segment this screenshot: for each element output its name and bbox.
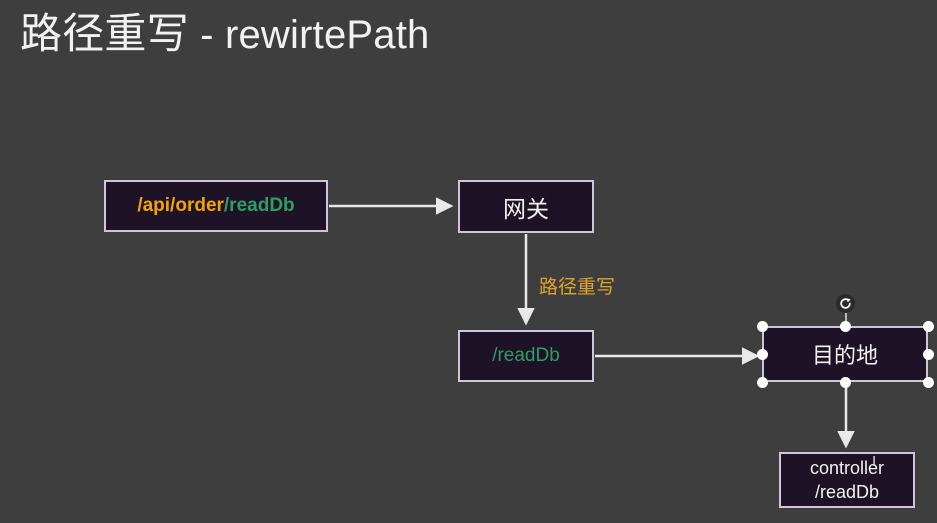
page-title-separator: - bbox=[188, 13, 225, 57]
node-controller-line1: controller bbox=[809, 457, 885, 478]
resize-handle-ne[interactable] bbox=[923, 321, 934, 332]
node-source-segment-api: /api/order bbox=[137, 195, 224, 216]
edge-label-rewrite[interactable]: 路径重写 bbox=[539, 277, 616, 298]
rotate-icon-glyph bbox=[840, 298, 851, 309]
resize-handle-nw[interactable] bbox=[757, 321, 768, 332]
node-gateway[interactable]: 网关 bbox=[458, 180, 594, 233]
page-title-en: rewirtePath bbox=[224, 13, 430, 57]
node-rewritten-path[interactable]: /readDb bbox=[458, 330, 594, 382]
node-controller[interactable]: controller /readDb bbox=[779, 452, 915, 508]
page-title-cn: 路径重写 bbox=[20, 10, 189, 57]
resize-handle-w[interactable] bbox=[757, 349, 768, 360]
rotate-icon[interactable] bbox=[836, 294, 855, 313]
resize-handle-se[interactable] bbox=[923, 377, 934, 388]
node-controller-label: controller /readDb bbox=[781, 456, 913, 505]
node-controller-line2: /readDb bbox=[814, 482, 880, 502]
resize-handle-e[interactable] bbox=[923, 349, 934, 360]
node-gateway-label: 网关 bbox=[503, 195, 549, 222]
resize-handle-sw[interactable] bbox=[757, 377, 768, 388]
node-rewritten-path-label: /readDb bbox=[492, 345, 560, 366]
resize-handle-n[interactable] bbox=[840, 321, 851, 332]
node-source-segment-db: /readDb bbox=[223, 195, 295, 216]
node-destination-label: 目的地 bbox=[811, 343, 878, 368]
page-title: 路径重写 - rewirtePath bbox=[20, 8, 429, 61]
node-source-path[interactable]: /api/order/readDb bbox=[104, 180, 328, 232]
node-source-label: /api/order/readDb bbox=[106, 195, 326, 217]
node-destination[interactable]: 目的地 bbox=[762, 326, 928, 382]
resize-handle-s[interactable] bbox=[840, 377, 851, 388]
rotate-handle-stem bbox=[845, 310, 847, 326]
